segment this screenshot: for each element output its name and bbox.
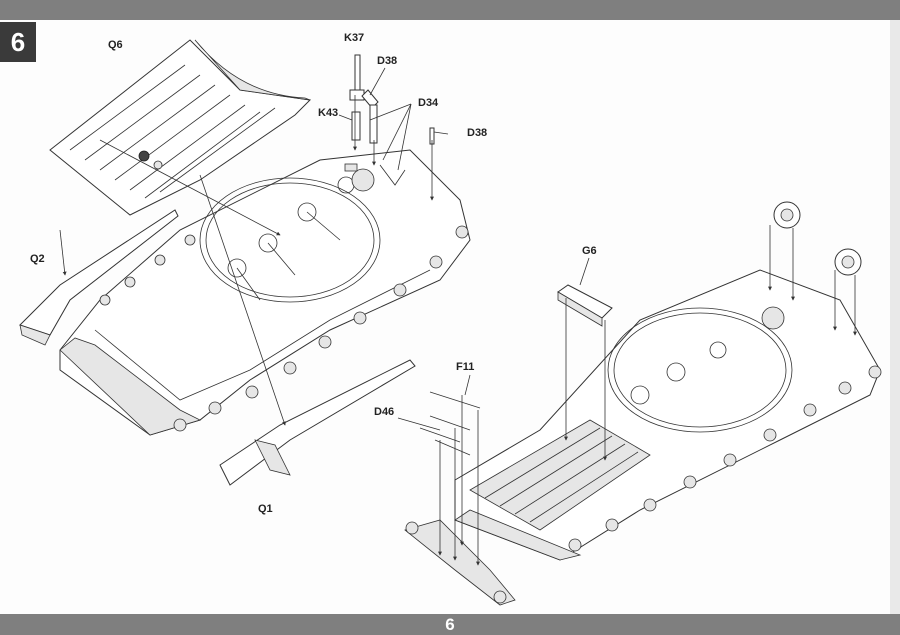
- step-number: 6: [0, 22, 36, 62]
- label-f11: F11: [456, 361, 475, 373]
- label-k37: K37: [344, 32, 365, 44]
- label-q1: Q1: [258, 503, 273, 515]
- top-bar: [0, 0, 900, 20]
- rods-f11-d46: [419, 391, 481, 456]
- page-number: 6: [445, 615, 455, 634]
- left-hull-assembly: [59, 149, 471, 436]
- part-g6: [557, 284, 613, 327]
- label-q6: Q6: [108, 39, 123, 51]
- label-d38-right: D38: [467, 127, 488, 139]
- label-d34: D34: [418, 97, 439, 109]
- label-q2: Q2: [30, 253, 45, 265]
- right-leader-lines: [397, 225, 857, 566]
- label-k43: K43: [318, 107, 339, 119]
- left-leader-lines: [59, 67, 449, 426]
- part-q6-grille: [49, 39, 312, 216]
- label-d38-top: D38: [377, 55, 398, 67]
- bottom-bar: [0, 614, 900, 635]
- label-d46: D46: [374, 406, 395, 418]
- right-hull-assembly: [404, 201, 882, 606]
- part-q1-plate: [219, 359, 416, 486]
- page-edge: [890, 20, 900, 614]
- part-q2-plate: [19, 209, 179, 346]
- small-parts-top: [349, 54, 435, 145]
- label-g6: G6: [582, 245, 597, 257]
